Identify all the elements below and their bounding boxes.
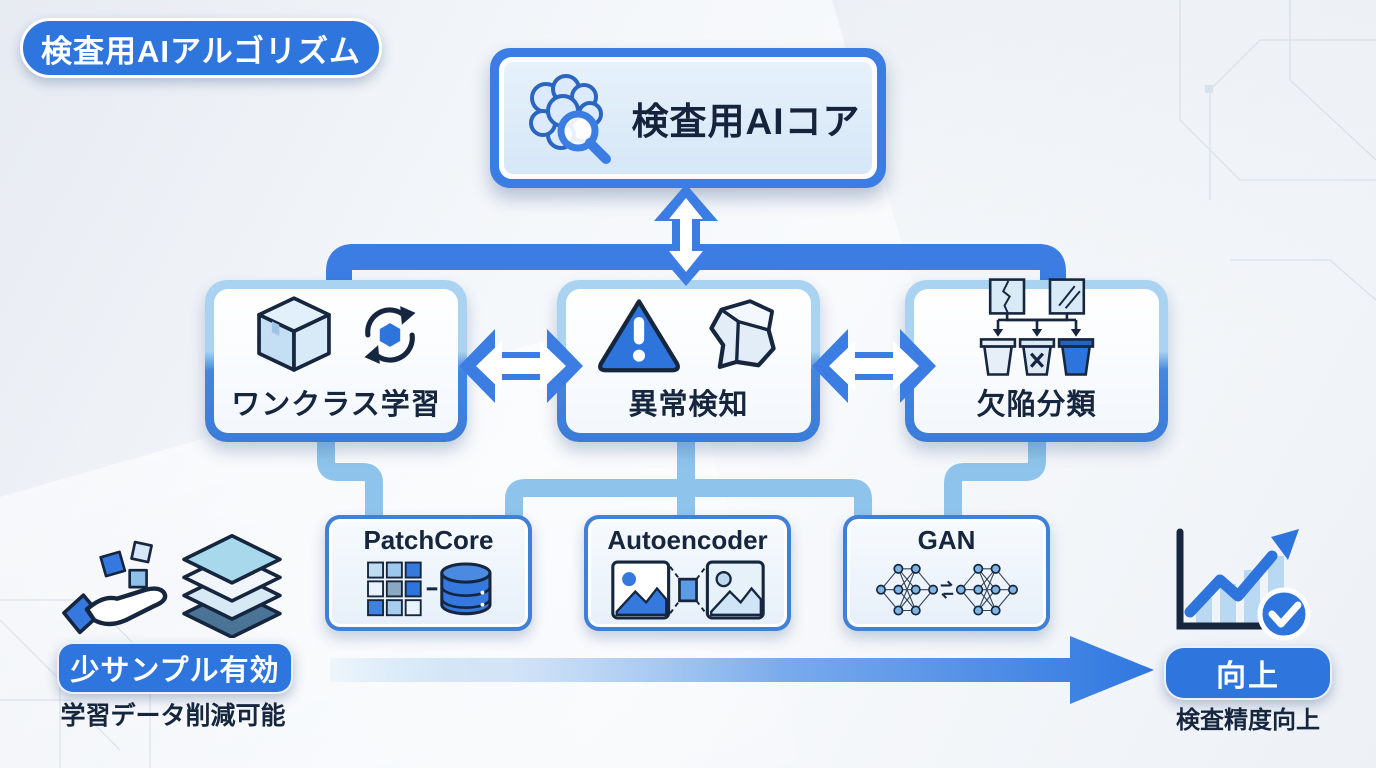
method-box-autoencoder-label: Autoencoder xyxy=(607,525,768,555)
method-box-gan-label: GAN xyxy=(917,525,976,555)
improvement-caption: 検査精度向上 xyxy=(1176,707,1320,734)
method-box-patchcore: PatchCore xyxy=(325,515,532,631)
branch-box-one-class: ワンクラス学習 xyxy=(205,280,467,442)
branch-box-defect-label: 欠陥分類 xyxy=(976,389,1097,421)
title-badge-label: 検査用AIアルゴリズム xyxy=(40,33,362,69)
improvement-badge: 向上 xyxy=(1164,646,1332,700)
deformed-box-icon xyxy=(708,299,776,370)
few-sample-badge: 少サンプル有効 xyxy=(57,642,293,694)
warning-triangle-icon xyxy=(597,299,680,373)
brain-magnifier-icon xyxy=(528,74,611,164)
branch-box-one-class-label: ワンクラス学習 xyxy=(231,389,441,421)
branch-box-anomaly-inner: 異常検知 xyxy=(566,289,811,433)
image-bottleneck-icon xyxy=(610,560,765,620)
few-sample-badge-label: 少サンプル有効 xyxy=(70,655,280,687)
method-box-autoencoder-fill: Autoencoder xyxy=(591,522,784,624)
stacked-layers-icon xyxy=(182,534,282,638)
core-box-fill: 検査用AIコア xyxy=(504,62,872,174)
refresh-hexagon-icon xyxy=(364,306,416,364)
branch-box-anomaly: 異常検知 xyxy=(557,280,820,442)
hand-offering-samples-icon xyxy=(56,540,182,636)
branch-box-anomaly-label: 異常検知 xyxy=(628,389,749,421)
package-box-icon xyxy=(257,296,331,372)
core-box-label: 検査用AIコア xyxy=(631,101,861,142)
branch-box-defect-inner: 欠陥分類 xyxy=(914,278,1159,433)
dual-neural-network-icon xyxy=(875,563,1018,616)
branch-to-method-connectors xyxy=(317,438,1046,520)
branch-box-defect: 欠陥分類 xyxy=(905,278,1168,442)
method-box-patchcore-fill: PatchCore xyxy=(332,522,525,624)
flow-gradient-arrow xyxy=(330,636,1154,704)
rising-chart-check-icon xyxy=(1168,524,1318,644)
method-box-gan-fill: GAN xyxy=(850,522,1043,624)
few-sample-caption: 学習データ削減可能 xyxy=(60,702,286,730)
defect-sorting-bins-icon xyxy=(979,278,1094,376)
core-box: 検査用AIコア xyxy=(490,48,886,188)
method-box-autoencoder: Autoencoder xyxy=(584,515,791,631)
method-box-gan: GAN xyxy=(843,515,1050,631)
improvement-badge-label: 向上 xyxy=(1216,660,1280,693)
patch-grid-database-icon xyxy=(366,561,491,617)
branch-box-one-class-inner: ワンクラス学習 xyxy=(214,289,458,433)
title-badge: 検査用AIアルゴリズム xyxy=(20,18,382,78)
method-box-patchcore-label: PatchCore xyxy=(363,525,494,555)
